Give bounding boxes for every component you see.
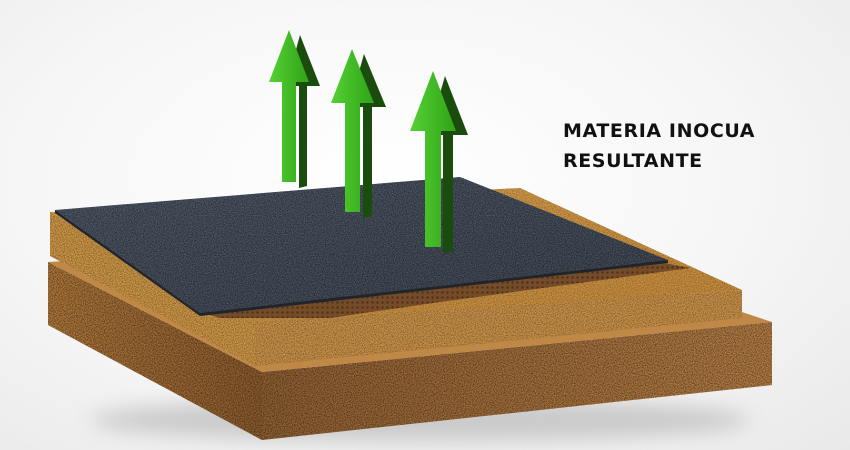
brown-mesh-layer: [200, 262, 690, 318]
caption-line-2: RESULTANTE: [563, 150, 703, 172]
result-caption: MATERIA INOCUA RESULTANTE: [563, 116, 755, 176]
green-arrow-right: [410, 71, 468, 253]
caption-line-1: MATERIA INOCUA: [563, 120, 756, 142]
green-arrow-middle: [331, 49, 386, 218]
green-arrow-left: [269, 30, 320, 188]
asphalt-shingle-sheet: [55, 177, 668, 316]
